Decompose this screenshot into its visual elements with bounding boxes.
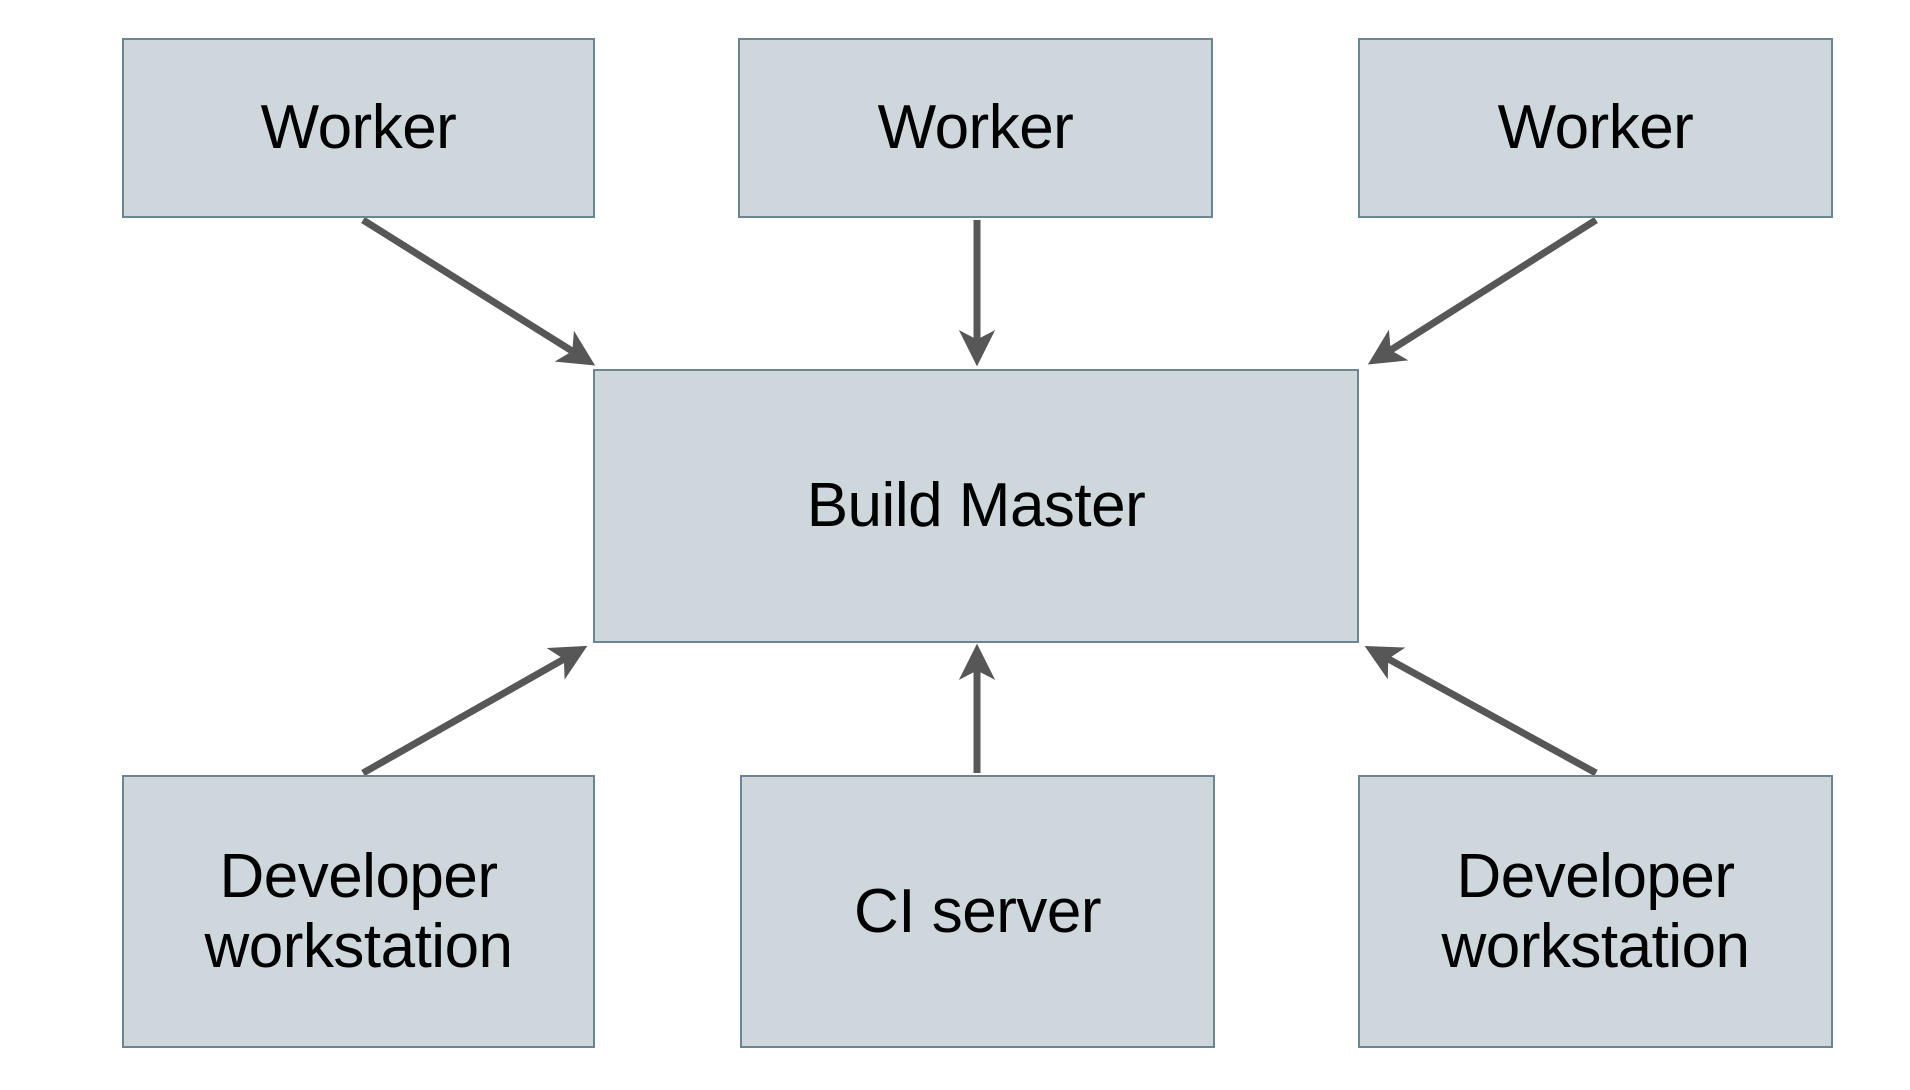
- node-worker-2[interactable]: Worker: [738, 38, 1213, 218]
- node-ci-server[interactable]: CI server: [740, 775, 1215, 1048]
- edge-worker-3-to-master: [1367, 217, 1598, 365]
- node-developer-workstation-left[interactable]: Developer workstation: [122, 775, 595, 1048]
- node-build-master[interactable]: Build Master: [593, 369, 1359, 643]
- edge-dev-right-to-master: [1364, 645, 1598, 777]
- node-developer-workstation-right[interactable]: Developer workstation: [1358, 775, 1833, 1048]
- node-developer-workstation-left-label: Developer workstation: [204, 842, 513, 981]
- node-ci-server-label: CI server: [854, 876, 1101, 946]
- edge-dev-left-to-master: [361, 645, 588, 777]
- node-worker-3[interactable]: Worker: [1358, 38, 1833, 218]
- node-worker-2-label: Worker: [877, 93, 1074, 163]
- node-build-master-label: Build Master: [806, 471, 1146, 541]
- node-worker-3-label: Worker: [1497, 93, 1694, 163]
- node-developer-workstation-right-label: Developer workstation: [1441, 842, 1750, 981]
- node-worker-1[interactable]: Worker: [122, 38, 595, 218]
- edge-worker-1-to-master: [361, 217, 596, 366]
- node-worker-1-label: Worker: [260, 93, 457, 163]
